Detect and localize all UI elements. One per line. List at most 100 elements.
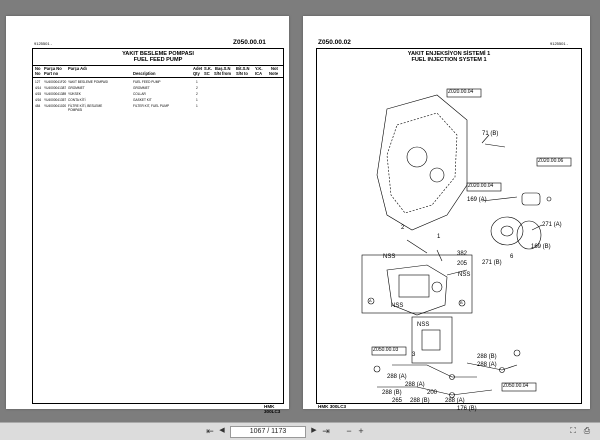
col-name-tr: Parça Adı <box>68 66 87 71</box>
col-sk-tr: S.K. <box>204 66 212 71</box>
marker-b2-circle <box>513 349 521 357</box>
table-cell-no: 484 <box>35 104 41 108</box>
bolt-2 <box>406 239 428 254</box>
print-icon[interactable]: ⎙ <box>583 426 591 435</box>
col-yk-en: ICA <box>255 71 263 76</box>
table-cell-no: 4/15 <box>35 92 42 96</box>
callout-1: 1 <box>437 234 441 240</box>
callout-288b-3: 288 (B) <box>410 398 430 404</box>
marker-a-circle <box>367 297 375 305</box>
filter-detail-box <box>411 316 453 364</box>
marker-a2-circle <box>373 365 381 373</box>
leader-71b <box>481 134 490 144</box>
fitting-169a-end <box>546 196 552 202</box>
pump-port <box>431 281 443 293</box>
left-section-code: Z050.00.01 <box>233 39 266 46</box>
table-cell-desc: FUEL FEED PUMP <box>133 80 161 84</box>
leader-1 <box>436 249 443 262</box>
fuel-line-2 <box>377 386 493 396</box>
leader-271a <box>531 224 543 231</box>
right-title-tr: YAKIT ENJEKSİYON SİSTEMİ 1 <box>407 51 491 57</box>
bolt-71 <box>484 143 506 148</box>
table-cell-part: YU4000041389 <box>44 92 67 96</box>
header-rule-top <box>33 65 283 66</box>
last-page-button[interactable]: ⇥ <box>322 426 330 436</box>
marker-b-circle <box>458 299 466 307</box>
table-cell-name: GROMMET <box>68 86 85 90</box>
left-page: 9125501 - Z050.00.01 YAKIT BESLEME POMPA… <box>6 16 289 414</box>
pdf-toolbar: ⇤ ◀ 1067 / 1173 ▶ ⇥ − + ⛶ ⎙ <box>0 422 600 440</box>
col-no-tr: No <box>35 66 41 71</box>
banjo-1 <box>449 374 455 380</box>
ref-label-5: Z050.00.04 <box>503 383 529 389</box>
fuel-line-3 <box>466 362 518 371</box>
col-bit-sn-en: S/N to <box>236 71 248 76</box>
pump-body <box>386 264 448 316</box>
col-bas-sn-tr: Baş.S.N <box>215 66 231 71</box>
table-cell-qty: 2 <box>196 92 198 96</box>
callout-71b: 71 (B) <box>482 131 499 137</box>
zoom-in-button[interactable]: + <box>358 426 364 436</box>
col-yk-tr: Y.K. <box>255 66 263 71</box>
table-cell-no: 4/14 <box>35 86 42 90</box>
callout-200: 200 <box>427 390 438 396</box>
table-cell-qty: 1 <box>196 104 198 108</box>
left-footer: HMK 300LC3 <box>264 404 281 414</box>
table-cell-part: YU4000041387 <box>44 86 67 90</box>
exploded-parts-diagram <box>361 88 572 398</box>
callout-nss-2: NSS <box>458 272 471 278</box>
ref-box-1 <box>446 88 482 98</box>
marker-a: A <box>369 298 372 303</box>
right-section-code: Z050.00.02 <box>318 39 351 46</box>
callout-265: 265 <box>392 398 403 404</box>
col-qty-en: Qty <box>193 71 200 76</box>
table-cell-desc: FILTER KIT, FUEL PUMP <box>133 104 170 108</box>
left-title-en: FUEL FEED PUMP <box>133 57 183 63</box>
ref-label-3: Z020.00.04 <box>468 183 494 189</box>
ref-label-1: Z020.00.04 <box>448 89 474 95</box>
callout-176b: 176 (B) <box>457 406 477 412</box>
next-page-button[interactable]: ▶ <box>311 427 317 434</box>
callout-288a-1: 288 (A) <box>477 362 497 368</box>
zoom-out-button[interactable]: − <box>346 426 352 436</box>
engine-bore-1 <box>406 146 428 168</box>
table-cell-name: YÜKSEK <box>68 92 81 96</box>
callout-169a: 169 (A) <box>467 197 487 203</box>
header-rule-bottom <box>33 77 283 78</box>
table-cell-part: YU4000041020 <box>44 104 67 108</box>
leader-382 <box>446 269 468 276</box>
table-cell-no: 127 <box>35 80 41 84</box>
filter-body <box>421 329 441 351</box>
fuel-line-1 <box>392 364 477 378</box>
first-page-button[interactable]: ⇤ <box>206 426 214 436</box>
fullscreen-icon[interactable]: ⛶ <box>570 426 576 435</box>
col-not-en: Note <box>269 71 279 76</box>
callout-271a: 271 (A) <box>542 222 562 228</box>
col-bas-sn-en: S/N from <box>214 71 232 76</box>
col-description: Description <box>133 71 156 76</box>
ref-box-5 <box>501 382 537 392</box>
col-part-no-tr: Parça No <box>44 66 62 71</box>
table-cell-qty: 1 <box>196 80 198 84</box>
callout-288a-3: 288 (A) <box>405 382 425 388</box>
engine-block-outline <box>376 94 468 231</box>
adapter-plate-hole <box>500 225 514 237</box>
callout-nss-1: NSS <box>383 254 396 260</box>
pump-detail-box <box>361 254 473 314</box>
callout-205: 205 <box>457 261 468 267</box>
ref-label-4: Z050.00.03 <box>373 347 399 353</box>
banjo-3 <box>499 367 505 373</box>
adapter-plate <box>490 216 524 246</box>
marker-b: B <box>460 300 463 305</box>
table-cell-part: YU4000041F20 <box>44 80 67 84</box>
right-title-en: FUEL INJECTION SYSTEM 1 <box>411 57 487 63</box>
table-cell-qty: 2 <box>196 86 198 90</box>
page-number-input[interactable]: 1067 / 1173 <box>230 426 306 438</box>
prev-page-button[interactable]: ◀ <box>219 427 225 434</box>
col-sk-en: SC <box>204 71 210 76</box>
table-cell-qty: 1 <box>196 98 198 102</box>
left-title-tr: YAKIT BESLEME POMPASI <box>122 51 194 57</box>
right-footer: HMK 300LC3 <box>318 404 347 409</box>
table-cell-name: YAKIT BESLEME POMPASI <box>68 80 109 84</box>
